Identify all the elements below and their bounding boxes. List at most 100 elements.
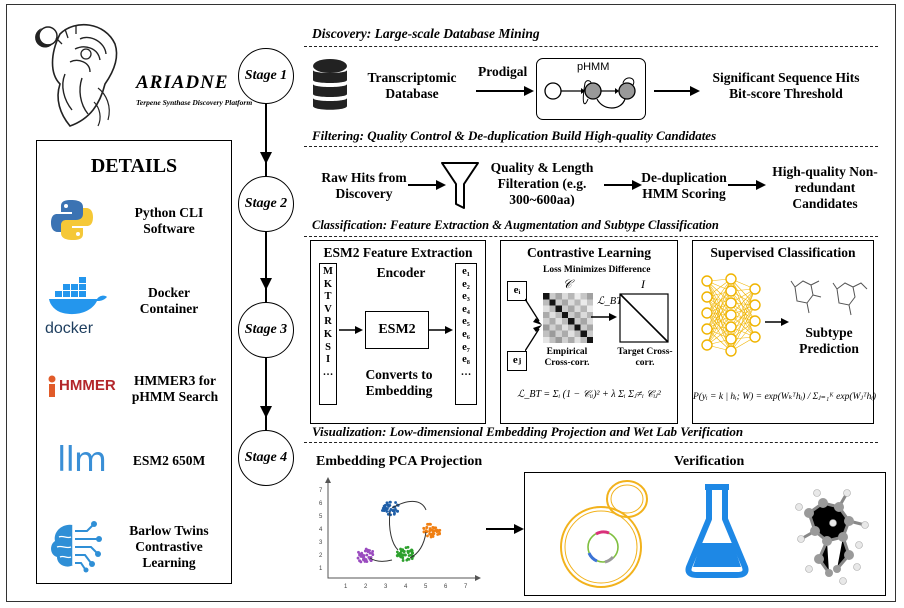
pca-y-tick: 7 bbox=[319, 488, 323, 494]
pca-point bbox=[406, 551, 410, 555]
merge-arrows-icon bbox=[525, 298, 542, 352]
pca-x-tick: 3 bbox=[384, 584, 388, 590]
pca-point bbox=[386, 507, 389, 511]
pca-point bbox=[425, 526, 429, 529]
embedding: e₇ bbox=[462, 341, 470, 353]
empirical-label: Empirical Cross-corr. bbox=[544, 347, 590, 368]
ei-box: eᵢ bbox=[507, 281, 527, 301]
details-item-barlow: Barlow Twins Contrastive Learning bbox=[129, 523, 209, 570]
subtype-prediction: Subtype Prediction bbox=[799, 325, 859, 356]
pca-point bbox=[438, 531, 441, 535]
pca-point bbox=[367, 549, 371, 553]
details-heading: DETAILS bbox=[90, 155, 178, 177]
pca-point bbox=[401, 554, 404, 558]
pca-point bbox=[428, 529, 431, 533]
details-item-esm2: ESM2 650M bbox=[132, 453, 206, 468]
phmm-states-icon bbox=[544, 77, 636, 109]
pca-y-tick: 4 bbox=[319, 527, 323, 533]
hmmer-logo-text: HMMER bbox=[59, 377, 116, 394]
pca-point bbox=[385, 510, 389, 513]
arrow-right-icon bbox=[486, 524, 524, 534]
aa: V bbox=[324, 303, 332, 315]
pca-point bbox=[359, 560, 363, 564]
pca-point bbox=[407, 554, 411, 557]
embedding: e₄ bbox=[462, 303, 470, 315]
embedding: … bbox=[460, 366, 472, 378]
pca-point bbox=[356, 556, 360, 560]
pca-x-tick: 1 bbox=[344, 584, 348, 590]
stage3-heading: Classification: Feature Extraction & Aug… bbox=[312, 218, 719, 232]
arrow-down-icon bbox=[260, 406, 272, 418]
molecule-icon bbox=[795, 489, 869, 585]
aa: I bbox=[325, 354, 331, 366]
pca-point bbox=[396, 550, 399, 554]
pca-point bbox=[388, 500, 392, 504]
stage-timeline-line bbox=[265, 100, 267, 440]
stage1-heading: Discovery: Large-scale Database Mining bbox=[312, 26, 540, 41]
converts-to-embedding: Converts to Embedding bbox=[365, 367, 433, 398]
pca-y-tick: 1 bbox=[319, 566, 323, 572]
phmm-box: pHMM bbox=[536, 58, 646, 120]
embedding: e₈ bbox=[462, 354, 470, 366]
pca-y-tick: 5 bbox=[319, 514, 323, 520]
python-icon bbox=[51, 200, 93, 240]
figure-frame bbox=[6, 4, 896, 602]
pca-point bbox=[399, 547, 402, 551]
divider bbox=[304, 46, 878, 47]
arrow-right-icon bbox=[408, 180, 446, 190]
terpene-structures-icon bbox=[790, 280, 868, 316]
pca-point bbox=[367, 556, 371, 559]
pca-point bbox=[394, 507, 397, 511]
high-quality-candidates: High-quality Non-redundant Candidates bbox=[772, 164, 878, 211]
amino-acid-sequence: M K T V R K S I … bbox=[319, 263, 337, 405]
brain-icon bbox=[51, 521, 102, 573]
arrow-right-icon bbox=[339, 326, 363, 334]
ej-box: eⱼ bbox=[507, 351, 527, 371]
pca-point bbox=[426, 522, 429, 526]
arrow-right-icon bbox=[765, 318, 789, 326]
llm-logo-text: llm bbox=[57, 440, 107, 480]
pca-x-tick: 5 bbox=[424, 584, 428, 590]
aa: K bbox=[323, 328, 333, 340]
prodigal-label: Prodigal bbox=[478, 64, 528, 79]
pca-point bbox=[368, 551, 372, 555]
stage-1: Stage 1 bbox=[238, 48, 294, 104]
embedding: e₃ bbox=[462, 291, 470, 303]
contrastive-panel: Contrastive Learning Loss Minimizes Diff… bbox=[500, 240, 678, 424]
pca-point bbox=[398, 554, 401, 557]
pca-point bbox=[429, 522, 432, 526]
docker-icon: docker bbox=[45, 277, 111, 337]
pca-point bbox=[388, 503, 392, 507]
pca-point bbox=[365, 553, 369, 557]
arrow-right-icon bbox=[591, 313, 617, 321]
details-item-python: Python CLI Software bbox=[134, 205, 204, 236]
ariadne-logo: ARIADNE Terpene Synthase Discovery Platf… bbox=[20, 14, 252, 134]
contrastive-title: Contrastive Learning bbox=[526, 245, 652, 260]
embedding: e₆ bbox=[462, 328, 470, 340]
yeast-cell-icon bbox=[560, 480, 648, 588]
arrow-right-icon bbox=[476, 86, 534, 96]
arrow-right-icon bbox=[604, 180, 642, 190]
divider bbox=[304, 236, 878, 237]
pca-title: Embedding PCA Projection bbox=[316, 454, 483, 469]
pca-point bbox=[429, 532, 433, 536]
pca-point bbox=[407, 557, 411, 561]
pca-point bbox=[431, 526, 435, 529]
supervised-panel: Supervised Classification Subtype Predic… bbox=[692, 240, 877, 424]
quality-filter: Quality & Length Filteration (e.g. 300~6… bbox=[490, 160, 594, 207]
pca-point bbox=[364, 547, 368, 551]
aa: T bbox=[324, 291, 332, 303]
pca-point bbox=[396, 509, 399, 513]
target-matrix-icon bbox=[619, 293, 669, 343]
llm-icon: llm bbox=[57, 440, 107, 480]
phmm-label: pHMM bbox=[577, 61, 610, 73]
pca-y-tick: 2 bbox=[319, 553, 323, 559]
stage-4: Stage 4 bbox=[238, 430, 294, 486]
pca-point bbox=[423, 530, 427, 534]
embedding: e₂ bbox=[462, 278, 470, 290]
softmax-formula: P(yᵢ = k | hᵢ; W) = exp(Wₖᵀhᵢ) / Σⱼ₌₁ᴷ e… bbox=[693, 392, 877, 402]
pca-point bbox=[395, 554, 399, 557]
supervised-title: Supervised Classification bbox=[710, 245, 856, 260]
pca-x-tick: 4 bbox=[404, 584, 408, 590]
